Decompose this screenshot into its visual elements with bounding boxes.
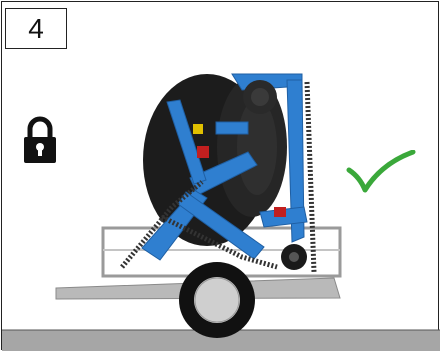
checkmark-icon (345, 150, 417, 194)
step-number-box: 4 (5, 8, 67, 49)
step-number: 4 (28, 13, 44, 45)
lock-icon (20, 115, 60, 165)
